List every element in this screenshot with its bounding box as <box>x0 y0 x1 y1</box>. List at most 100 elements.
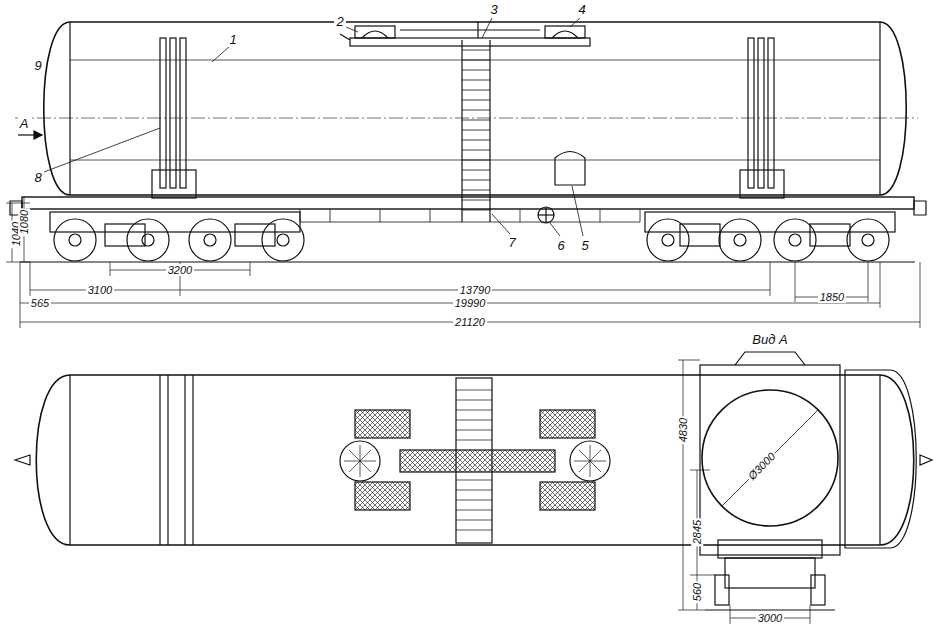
tank-end-view <box>811 575 825 605</box>
tank-bands-side <box>740 170 784 198</box>
walkway-plan <box>355 482 410 510</box>
ladder-side <box>462 40 490 222</box>
dimension-lines-side <box>250 262 251 276</box>
tank-end-view <box>715 575 729 605</box>
dimension-lines-side <box>6 203 30 204</box>
bogies-side <box>774 219 816 261</box>
bogies-side <box>235 224 275 246</box>
drain-device <box>555 152 585 186</box>
leader-lines <box>572 186 583 236</box>
callout-number: 3 <box>488 3 499 17</box>
dimension-label: 560 <box>691 581 703 603</box>
tank-shell-side <box>69 22 70 195</box>
top-platform <box>400 29 540 30</box>
dimension-lines-end <box>690 575 715 576</box>
bogies-side <box>20 261 915 262</box>
bogies-side <box>847 219 889 261</box>
walkway-plan <box>570 441 610 481</box>
dimension-label: 1850 <box>818 291 846 303</box>
view-title: Вид А <box>750 333 789 347</box>
dimension-lines-side <box>20 262 21 328</box>
callout-number: 4 <box>576 3 587 17</box>
dimension-label: 3200 <box>166 264 194 276</box>
tank-bands-side <box>180 38 186 188</box>
tank-bands-side <box>748 38 754 188</box>
view-letter: А <box>18 117 31 131</box>
dimension-lines-side <box>770 262 771 296</box>
bogies-side <box>69 234 81 246</box>
tank-shell-plan <box>879 375 880 545</box>
walkway-plan <box>574 445 606 477</box>
walkway-plan <box>344 445 376 477</box>
walkway-plan <box>400 450 555 472</box>
leader-lines <box>550 223 560 236</box>
leader-lines <box>212 46 230 62</box>
tank-end-view <box>700 365 840 555</box>
bogies-side <box>789 234 801 246</box>
bogies-side <box>277 234 289 246</box>
tank-end-view <box>705 609 835 610</box>
bogies-side <box>20 212 915 262</box>
underframe <box>914 201 926 215</box>
tank-shell-side <box>15 118 918 119</box>
ladder-side <box>489 40 490 222</box>
tank-bands-side <box>758 38 764 188</box>
dimension-label: 2845 <box>691 518 703 546</box>
bogies-side <box>189 219 231 261</box>
tank-bands-plan <box>160 375 193 545</box>
leader-lines <box>492 214 510 234</box>
underframe <box>300 222 640 223</box>
top-platform <box>545 26 585 38</box>
tank-end-view <box>700 352 840 610</box>
dimension-lines-end <box>730 605 731 624</box>
dimension-lines-side <box>6 197 920 328</box>
bogies-side <box>127 219 169 261</box>
leader-lines <box>570 18 580 27</box>
view-arrow <box>18 131 42 139</box>
tank-bands-side <box>152 170 196 198</box>
dimension-label: 3100 <box>86 284 114 296</box>
dimension-lines-side <box>6 262 30 263</box>
leader-lines <box>482 18 492 38</box>
adjacent-tank-end <box>845 370 916 548</box>
dimension-lines-end <box>690 470 710 471</box>
walkway-plan <box>340 441 380 481</box>
bogies-side <box>647 219 689 261</box>
bogies-side <box>142 234 154 246</box>
dimension-lines-end <box>678 360 700 361</box>
dimension-label: 19990 <box>453 297 488 309</box>
callout-number: 9 <box>32 59 43 73</box>
callout-number: 2 <box>334 15 345 29</box>
dimension-label: 21120 <box>453 316 487 328</box>
tank-shell-plan <box>15 375 932 545</box>
dimension-label: 565 <box>29 297 51 309</box>
ladder-side <box>462 50 490 210</box>
bogies-side <box>204 234 216 246</box>
bogies-side <box>719 219 761 261</box>
bogies-side <box>262 219 304 261</box>
dimension-lines-side <box>110 262 111 276</box>
bogies-side <box>50 212 300 232</box>
tank-bands-side <box>170 38 176 188</box>
dimension-label: 4830 <box>677 416 689 444</box>
tank-bands-plan <box>167 375 168 545</box>
dimension-lines-side <box>20 303 880 304</box>
top-platform <box>340 22 590 46</box>
diameter-label: Ø3000 <box>745 449 780 484</box>
top-platform <box>552 31 578 38</box>
dimension-lines-side <box>868 262 869 302</box>
top-platform <box>350 38 590 46</box>
tank-shell-plan <box>69 375 70 545</box>
bogies-side <box>734 234 746 246</box>
adjacent-tank-end <box>845 370 916 548</box>
tank-bands-side <box>152 38 784 198</box>
tank-bands-side <box>160 38 166 188</box>
callout-number: 5 <box>579 239 590 253</box>
underframe <box>10 197 926 222</box>
tank-end-view <box>725 558 815 588</box>
dimension-lines-end <box>678 360 810 624</box>
tank-end-view <box>702 390 838 526</box>
dimension-label: 3000 <box>756 612 784 624</box>
dimension-lines-side <box>30 262 31 296</box>
